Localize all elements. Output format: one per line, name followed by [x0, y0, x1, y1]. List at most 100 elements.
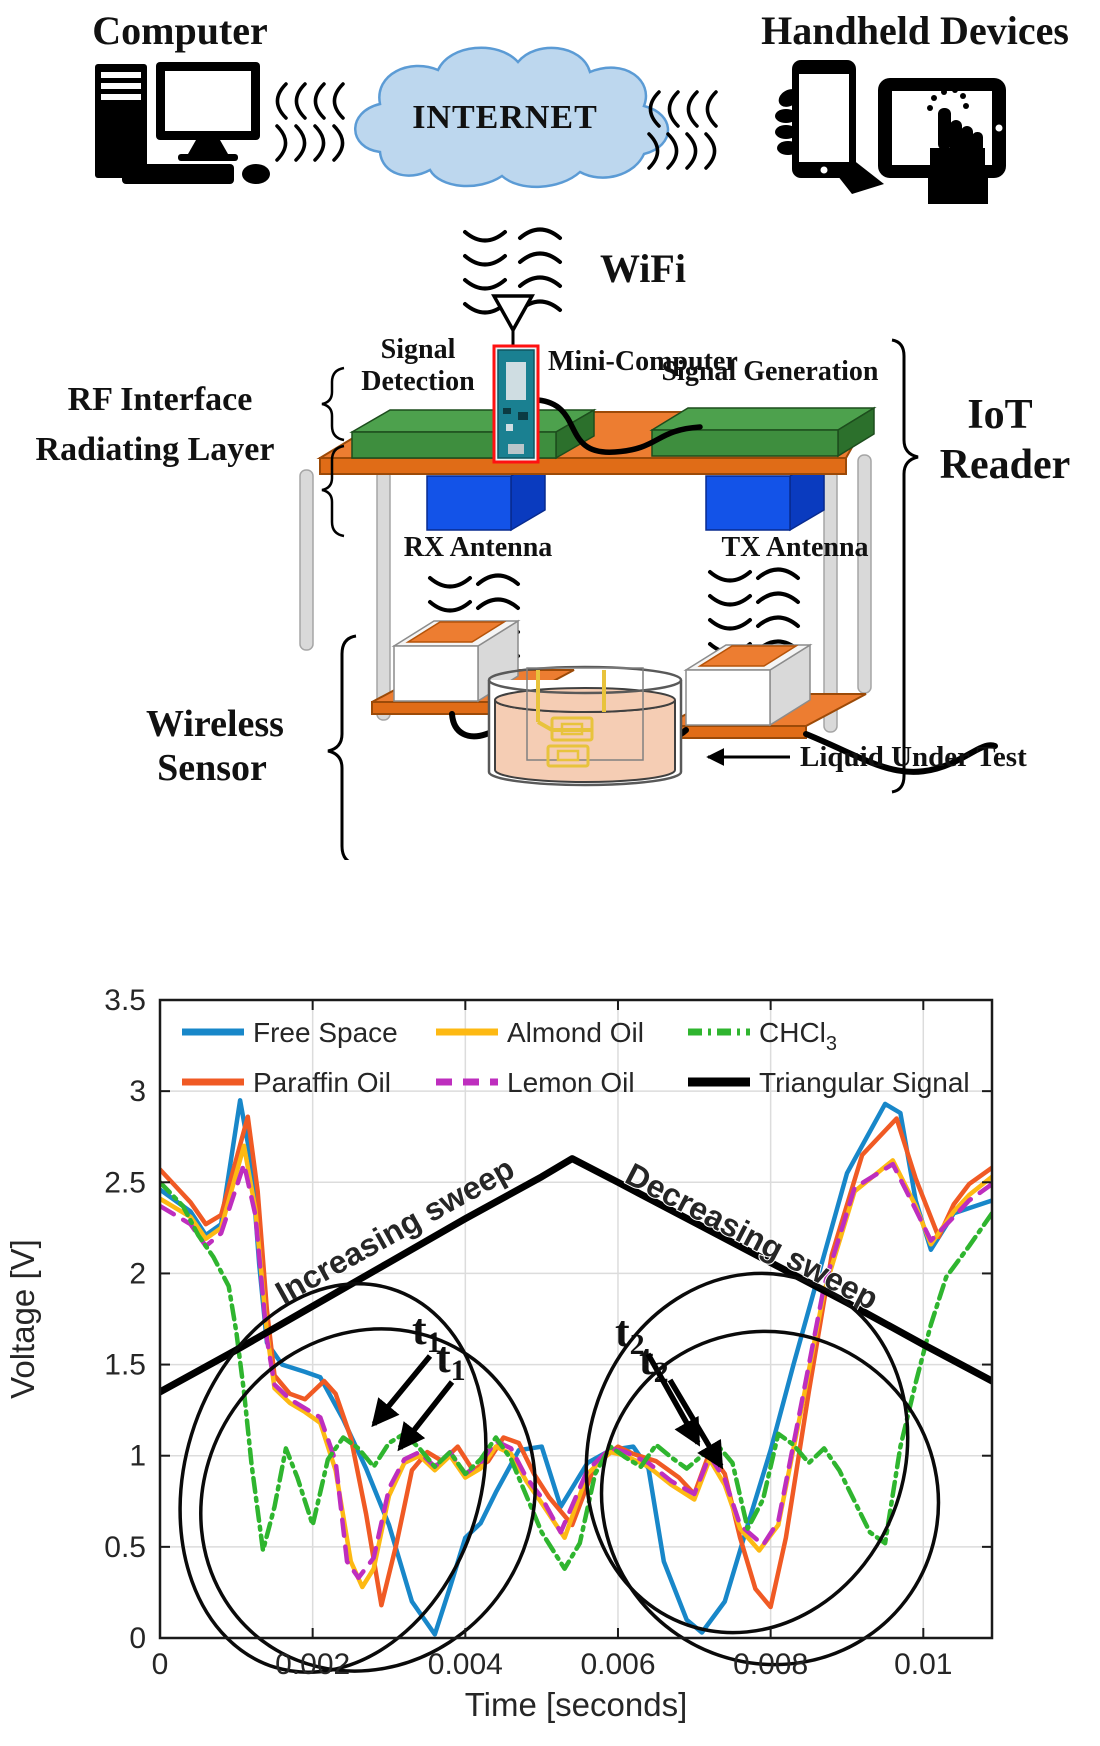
wave-arc-icon [518, 275, 562, 288]
y-tick-label: 3 [129, 1075, 146, 1108]
submerged-sensor-icon [536, 670, 606, 768]
wave-arc-icon [294, 82, 307, 120]
wave-arc-icon [332, 124, 345, 162]
computer-cloud-waves-icon [275, 82, 345, 162]
wave-arc-icon [518, 227, 562, 240]
wave-arc-icon [275, 124, 288, 162]
legend-label: Almond Oil [507, 1017, 644, 1048]
wireless-sensor-label-1: Wireless [146, 703, 284, 745]
reader-cable [535, 397, 703, 455]
wireless-sensor-brace [327, 634, 357, 860]
tx-antenna-label: TX Antenna [721, 532, 868, 563]
wave-arc-icon [666, 132, 679, 170]
wave-arc-icon [647, 132, 660, 170]
y-axis-label: Voltage [V] [4, 1239, 41, 1399]
highlight-ellipses [178, 1271, 941, 1674]
wave-arc-icon [463, 230, 507, 243]
wave-arc-icon [708, 618, 752, 631]
sensor-unit-right [663, 643, 867, 739]
wave-arc-icon [313, 124, 326, 162]
x-axis-label: Time [seconds] [465, 1686, 688, 1723]
legend-label: Triangular Signal [759, 1067, 970, 1098]
y-tick-label: 0 [129, 1622, 146, 1655]
sensor-unit-left [371, 619, 575, 715]
x-tick-label: 0.004 [428, 1648, 503, 1681]
y-tick-label: 1 [129, 1440, 146, 1473]
wave-arc-icon [648, 90, 661, 128]
iot-reader-label-1: IoT [967, 392, 1032, 438]
wave-arc-icon [704, 132, 717, 170]
wave-arc-icon [756, 567, 800, 580]
wave-arc-icon [708, 594, 752, 607]
wifi-label: WiFi [600, 246, 686, 291]
wifi-waves-icon [463, 227, 562, 315]
wave-arc-icon [313, 82, 326, 120]
voltage-time-chart: Increasing sweep Decreasing sweep t1 t1 … [4, 984, 994, 1723]
wave-arc-icon [476, 597, 520, 610]
axes-box [158, 998, 994, 1640]
wave-arc-icon [294, 124, 307, 162]
tap-dots-icon [927, 87, 969, 111]
sensor-cable-far-right [803, 731, 998, 775]
legend-label: Lemon Oil [507, 1067, 635, 1098]
iot-reader-label-2: Reader [940, 442, 1071, 488]
mini-computer-label: Mini-Computer [548, 346, 738, 377]
radiating-layer-label: Radiating Layer [36, 431, 275, 468]
wave-arc-icon [428, 600, 472, 613]
wave-arc-icon [705, 90, 718, 128]
x-tick-label: 0.006 [580, 1648, 655, 1681]
mini-computer-board [492, 344, 540, 464]
wave-arc-icon [686, 90, 699, 128]
signal-detection-label-1: Signal [381, 334, 456, 365]
cloud-handheld-waves-icon [647, 90, 718, 170]
wave-arc-icon [463, 278, 507, 291]
series-lemon-oil [160, 1161, 992, 1581]
series-paraffin-oil [160, 1114, 992, 1610]
wave-arc-icon [756, 615, 800, 628]
wave-arc-icon [476, 573, 520, 586]
series-chcl3 [160, 1180, 992, 1571]
legend-label: CHCl3 [759, 1017, 837, 1055]
internet-cloud: INTERNET [354, 46, 670, 188]
wave-arc-icon [428, 576, 472, 589]
x-tick-label: 0.008 [733, 1648, 808, 1681]
wave-arc-icon [756, 591, 800, 604]
x-tick-label: 0.01 [894, 1648, 952, 1681]
computer-label: Computer [92, 8, 268, 53]
signal-detection-board [349, 408, 597, 460]
antenna-icon [491, 294, 535, 348]
rf-interface-label: RF Interface [68, 381, 253, 418]
signal-detection-label-2: Detection [361, 366, 475, 397]
y-tick-label: 2.5 [104, 1166, 146, 1199]
legend-label: Free Space [253, 1017, 398, 1048]
wave-arc-icon [685, 132, 698, 170]
tablet-hand-icon [878, 78, 1006, 204]
t1-arrows [371, 1354, 455, 1452]
y-tick-label: 2 [129, 1257, 146, 1290]
wave-arc-icon [708, 570, 752, 583]
wave-arc-icon [463, 254, 507, 267]
tx-radiating-box [705, 454, 825, 532]
rf-interface-brace [321, 366, 345, 442]
wireless-sensor-label-2: Sensor [157, 747, 267, 789]
increasing-sweep-annotation: Increasing sweep [269, 1150, 520, 1311]
smartphone-hand-icon [775, 60, 884, 194]
t1-annotation: t1 [412, 1305, 442, 1359]
beaker [487, 665, 683, 787]
chart-series [160, 1098, 992, 1637]
y-tick-label: 3.5 [104, 984, 146, 1017]
t2-arrows [645, 1352, 724, 1470]
computer-icon [95, 62, 270, 184]
signal-generation-board [649, 406, 877, 458]
wave-arc-icon [667, 90, 680, 128]
iot-reader-brace [891, 338, 919, 794]
signal-generation-label: Signal Generation [661, 356, 878, 387]
wave-arc-icon [332, 82, 345, 120]
wave-arc-icon [275, 82, 288, 120]
wave-arc-icon [518, 251, 562, 264]
iot-system-diagram: Computer Handheld Devices INTERNET [36, 8, 1071, 860]
handheld-devices-label: Handheld Devices [761, 8, 1069, 53]
y-tick-label: 1.5 [104, 1349, 146, 1382]
